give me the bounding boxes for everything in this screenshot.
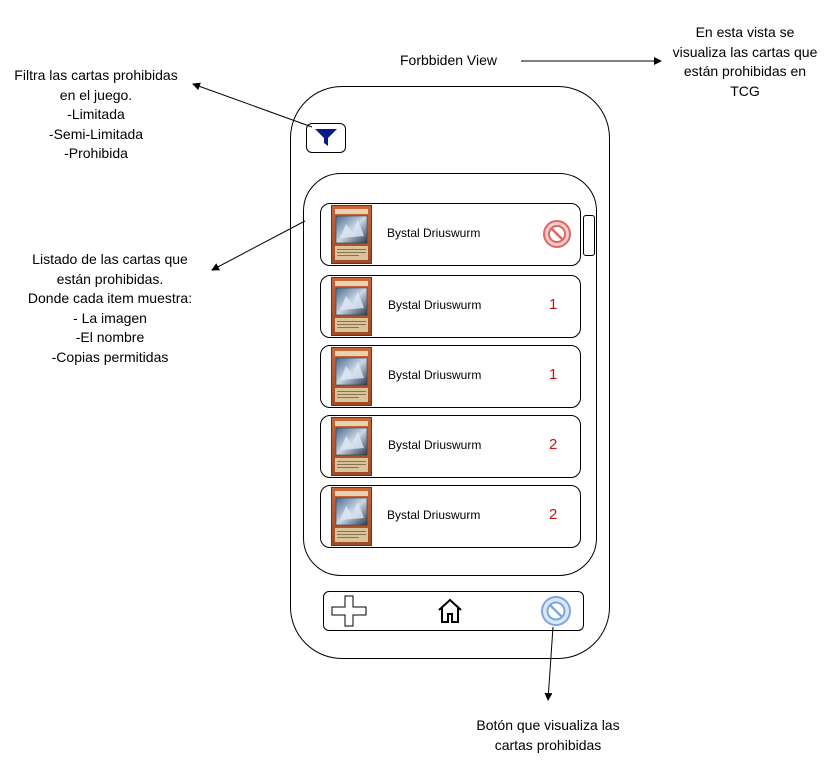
card-artwork xyxy=(332,278,371,335)
annotation-line: En esta vista se xyxy=(695,24,795,40)
annotation-line: -Limitada xyxy=(67,106,125,122)
card-name: Bystal Driuswurm xyxy=(387,226,481,240)
card-artwork xyxy=(332,206,371,263)
card-list-item[interactable]: Bystal Driuswurm 2 xyxy=(320,415,581,478)
filter-annotation: Filtra las cartas prohibidas en el juego… xyxy=(0,66,192,164)
annotation-line: Filtra las cartas prohibidas xyxy=(14,67,178,83)
annotation-line: TCG xyxy=(730,82,760,99)
annotation-line: -El nombre xyxy=(75,329,145,345)
annotation-line: cartas prohibidas xyxy=(494,736,602,753)
view-title-text: Forbbiden View xyxy=(400,52,498,68)
filter-funnel-icon xyxy=(315,129,337,146)
card-copies-count: 2 xyxy=(549,506,558,523)
annotation-line: -Semi-Limitada xyxy=(48,125,144,142)
card-artwork xyxy=(332,488,371,545)
card-image xyxy=(331,277,372,336)
card-artwork xyxy=(332,348,371,405)
card-artwork xyxy=(332,418,371,475)
card-image xyxy=(331,487,372,546)
nav-add-button[interactable] xyxy=(329,592,369,630)
annotation-line: visualiza las cartas que xyxy=(672,43,818,60)
nav-forbidden-button[interactable] xyxy=(538,592,574,630)
view-title-annotation: Forbbiden View xyxy=(400,51,522,71)
annotation-line: Botón que visualiza las xyxy=(476,717,620,733)
card-copies-count: 1 xyxy=(549,296,558,313)
annotation-line: -Prohibida xyxy=(64,145,128,161)
annotation-line: están prohibidas en xyxy=(683,63,807,79)
view-description-annotation: En esta vista se visualiza las cartas qu… xyxy=(660,23,830,101)
annotation-line: -Copias permitidas xyxy=(51,348,169,365)
plus-icon xyxy=(331,595,367,627)
list-scrollbar[interactable] xyxy=(583,215,595,256)
nav-home-button[interactable] xyxy=(434,592,466,630)
forbidden-icon xyxy=(541,596,571,626)
card-image xyxy=(331,205,372,264)
bottom-navigation xyxy=(323,591,584,631)
forbidden-icon xyxy=(543,220,571,248)
card-name: Bystal Driuswurm xyxy=(388,368,482,382)
card-list-item[interactable]: Bystal Driuswurm 1 xyxy=(320,345,581,408)
card-image xyxy=(331,417,372,476)
annotation-line: Donde cada item muestra: xyxy=(27,290,193,306)
annotation-line: - La imagen xyxy=(73,309,147,326)
card-copies-count: 1 xyxy=(549,366,558,383)
annotation-line: Listado de las cartas que xyxy=(32,251,188,267)
card-name: Bystal Driuswurm xyxy=(388,298,482,312)
nav-arrow xyxy=(544,626,554,701)
card-list-item[interactable]: Bystal Driuswurm 2 xyxy=(320,485,581,548)
card-copies-count: 2 xyxy=(549,436,558,453)
card-list-item[interactable]: Bystal Driuswurm xyxy=(320,203,581,266)
list-annotation: Listado de las cartas que están prohibid… xyxy=(10,250,210,367)
annotation-line: en el juego. xyxy=(59,86,133,103)
home-icon xyxy=(438,598,462,623)
list-arrow xyxy=(211,220,306,271)
card-name: Bystal Driuswurm xyxy=(388,438,482,452)
filter-arrow xyxy=(192,82,313,128)
card-name: Bystal Driuswurm xyxy=(387,508,481,522)
nav-button-annotation: Botón que visualiza las cartas prohibida… xyxy=(455,716,641,755)
filter-button[interactable] xyxy=(306,123,346,153)
card-list-item[interactable]: Bystal Driuswurm 1 xyxy=(320,275,581,338)
card-image xyxy=(331,347,372,406)
annotation-line: están prohibidas. xyxy=(56,270,164,287)
